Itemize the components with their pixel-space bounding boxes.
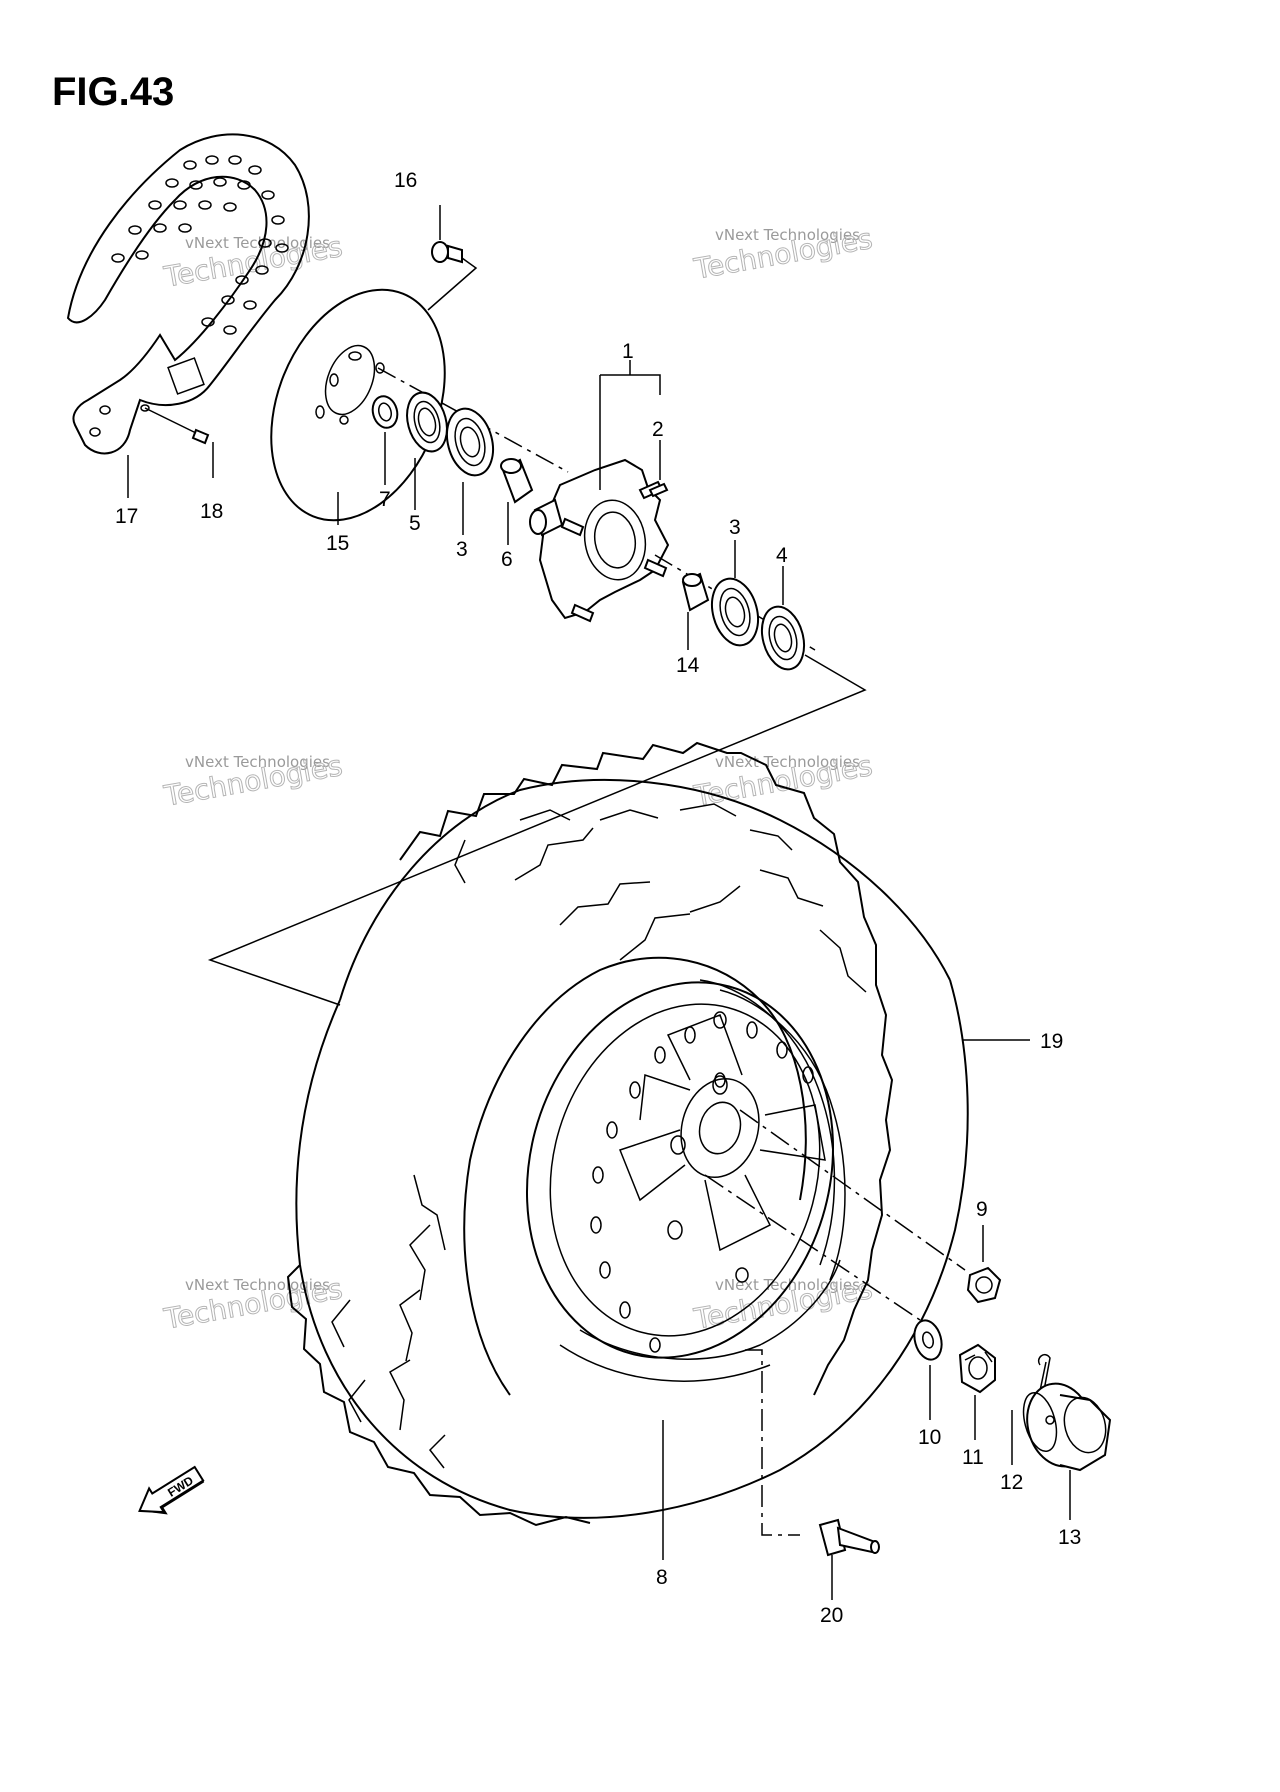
washer-10 xyxy=(913,1319,943,1361)
watermark: vNext Technologies Technologies xyxy=(160,1271,345,1336)
tire xyxy=(286,741,969,1527)
watermark: vNext Technologies Technologies xyxy=(160,748,345,813)
callout-3: 3 xyxy=(456,538,468,561)
castle-nut-11 xyxy=(958,1343,996,1394)
callout-3: 3 xyxy=(729,516,741,539)
callout-8: 8 xyxy=(656,1566,668,1589)
callout-17: 17 xyxy=(115,505,138,528)
callout-20: 20 xyxy=(820,1604,843,1627)
spacer-14 xyxy=(681,572,710,612)
rim-holes xyxy=(590,1011,814,1353)
svg-text:vNext Technologies: vNext Technologies xyxy=(185,1276,330,1294)
rim-spokes xyxy=(619,1014,826,1252)
callout-10: 10 xyxy=(918,1426,941,1449)
oil-seal-5 xyxy=(406,391,448,453)
svg-text:vNext Technologies: vNext Technologies xyxy=(185,234,330,252)
svg-text:vNext Technologies: vNext Technologies xyxy=(715,1276,860,1294)
collar-7 xyxy=(371,395,399,429)
watermark: vNext Technologies Technologies xyxy=(690,221,875,286)
callout-12: 12 xyxy=(1000,1471,1023,1494)
fwd-arrow: FWD xyxy=(138,1465,205,1515)
callout-18: 18 xyxy=(200,500,223,523)
bearing-3-upper xyxy=(445,407,495,477)
callout-2: 2 xyxy=(652,418,664,441)
callout-4: 4 xyxy=(776,544,788,567)
lug-nut-9 xyxy=(966,1266,1002,1304)
tire-tread xyxy=(286,741,894,1527)
callout-9: 9 xyxy=(976,1198,988,1221)
spacer-6 xyxy=(500,458,534,504)
watermark: vNext Technologies Technologies xyxy=(690,748,875,813)
hub-studs xyxy=(560,480,669,623)
callout-labels: 1 2 3 3 4 5 6 7 8 9 10 11 12 13 14 15 16… xyxy=(115,169,1081,1627)
watermark: vNext Technologies Technologies xyxy=(160,229,345,294)
wheel-rim xyxy=(463,956,846,1396)
bearing-3-lower xyxy=(710,577,760,647)
watermark: vNext Technologies Technologies xyxy=(690,1271,875,1336)
callout-15: 15 xyxy=(326,532,349,555)
callout-5: 5 xyxy=(409,512,421,535)
cover-holes xyxy=(89,155,289,437)
wheel-hub xyxy=(529,458,670,623)
svg-text:vNext Technologies: vNext Technologies xyxy=(185,753,330,771)
brake-disc-cover xyxy=(66,133,310,455)
disc-bolt xyxy=(427,205,478,311)
watermarks: vNext Technologies Technologies vNext Te… xyxy=(160,221,875,1336)
figure-title: FIG.43 xyxy=(52,70,175,114)
hub-cap-13 xyxy=(1022,1382,1112,1472)
callout-19: 19 xyxy=(1040,1030,1063,1053)
callout-7: 7 xyxy=(379,488,391,511)
callout-16: 16 xyxy=(394,169,417,192)
cover-bolt xyxy=(144,407,214,478)
oil-seal-4 xyxy=(760,605,806,671)
callout-11: 11 xyxy=(962,1446,984,1469)
svg-text:vNext Technologies: vNext Technologies xyxy=(715,226,860,244)
callout-1: 1 xyxy=(622,340,634,363)
callout-6: 6 xyxy=(501,548,513,571)
callout-14: 14 xyxy=(676,654,700,677)
valve-20 xyxy=(818,1518,880,1557)
callout-13: 13 xyxy=(1058,1526,1081,1549)
